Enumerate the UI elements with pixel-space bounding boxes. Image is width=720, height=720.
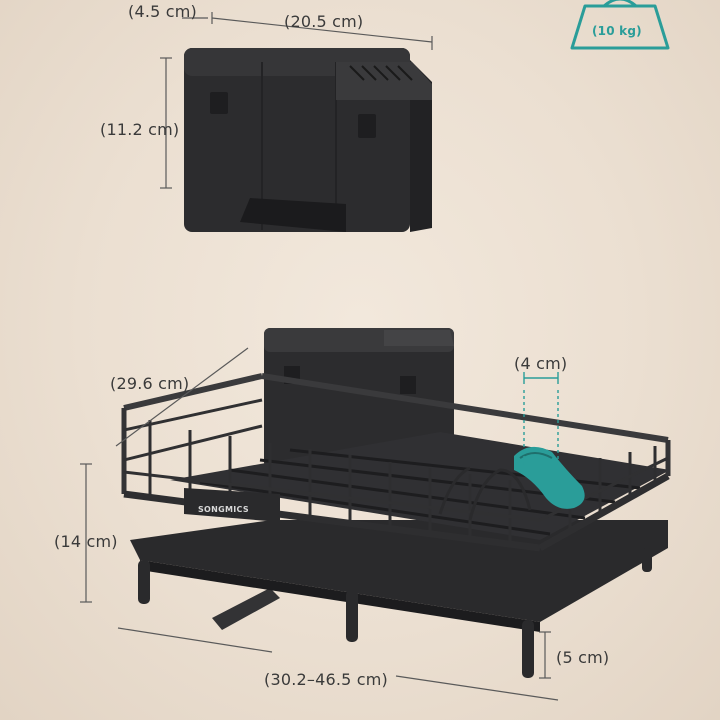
brand-label: SONGMICS bbox=[198, 505, 249, 514]
utensil-caddy bbox=[184, 48, 432, 232]
rack-width-label: (30.2–46.5 cm) bbox=[264, 670, 389, 689]
caddy-depth-label: (4.5 cm) bbox=[128, 2, 197, 21]
slot-gap-label: (4 cm) bbox=[514, 354, 568, 373]
rack-depth-label: (29.6 cm) bbox=[110, 374, 190, 393]
weight-icon bbox=[570, 0, 670, 50]
caddy-height-label: (11.2 cm) bbox=[100, 120, 180, 139]
foot-height-label: (5 cm) bbox=[556, 648, 610, 667]
rack-dimension-lines bbox=[80, 347, 559, 701]
slot-gap-indicator bbox=[523, 372, 559, 468]
rack-height-label: (14 cm) bbox=[54, 532, 118, 551]
dish-rack: SONGMICS bbox=[121, 328, 671, 678]
caddy-width-label: (20.5 cm) bbox=[284, 12, 364, 31]
load-capacity-label: (10 kg) bbox=[592, 24, 642, 38]
caddy-dimension-lines bbox=[160, 12, 433, 189]
